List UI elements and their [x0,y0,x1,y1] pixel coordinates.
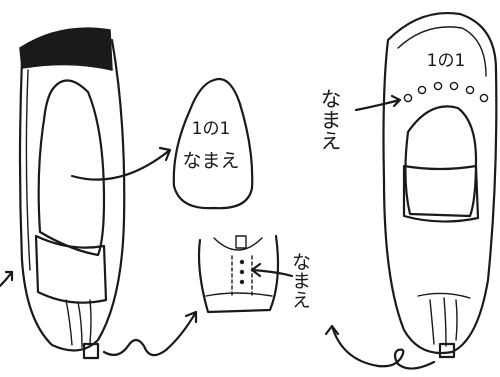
insole-name-label: なまえ [182,150,239,172]
heel-squiggle-arrow [102,310,198,357]
heel-detail-top-band [205,292,273,297]
heel-detail-outline [197,234,280,314]
right-shoe-heel-curve [417,292,471,299]
left-shoe-heel-pleats [65,299,92,348]
right-shoe-opening [404,105,478,218]
heel-detail-drawing [197,234,280,314]
heel-name-text: なまえ [289,252,311,309]
left-shoe-outline [18,38,126,352]
left-shoe-band [34,234,108,304]
right-shoe-outer [382,12,498,355]
insole-class-label: 1の1 [192,119,231,139]
heel-detail-dot-1 [239,259,245,265]
right-shoe-name-circle-3 [433,81,443,91]
right-shoe-name-circle-4 [449,81,459,91]
right-shoe-heel-pleats [429,297,458,347]
insole-drawing: 1の1 なまえ [172,77,254,210]
left-shoe-sole-line [25,69,31,271]
right-shoe-inner-rim [397,26,487,77]
right-shoe-name-circle-6 [479,93,489,103]
heel-detail-dot-3 [239,279,245,285]
left-shoe-toe-hatch [19,27,113,71]
right-shoe-name-circle-5 [465,85,475,95]
heel-detail-dot-2 [239,269,245,275]
right-shoe-heel-tab [438,342,456,359]
left-edge-arrow [0,270,14,288]
right-shoe-band [402,164,480,223]
right-shoe-drawing: 1の1 [382,12,498,359]
insole-to-shoe-arrow [70,146,172,181]
heel-name-annotation: なまえ [289,252,311,309]
left-shoe-heel-tab [82,342,100,360]
left-shoe-opening [37,79,106,257]
left-shoe-drawing [18,27,126,360]
right-name-annotation: なまえ [318,88,342,151]
heel-detail-tab [235,235,247,249]
right-shoe-name-circle-2 [417,85,427,95]
right-shoe-class-label: 1の1 [427,51,466,71]
heel-detail-curve [213,237,263,251]
right-name-arrow [354,94,402,112]
heel-detail-stitch-tab [231,255,253,297]
heel-name-arrow [250,262,294,278]
bottom-right-swoop-arrow [324,324,436,370]
right-name-text: なまえ [318,88,342,151]
right-shoe-name-circle-1 [403,93,413,103]
insole-outline [172,77,254,210]
